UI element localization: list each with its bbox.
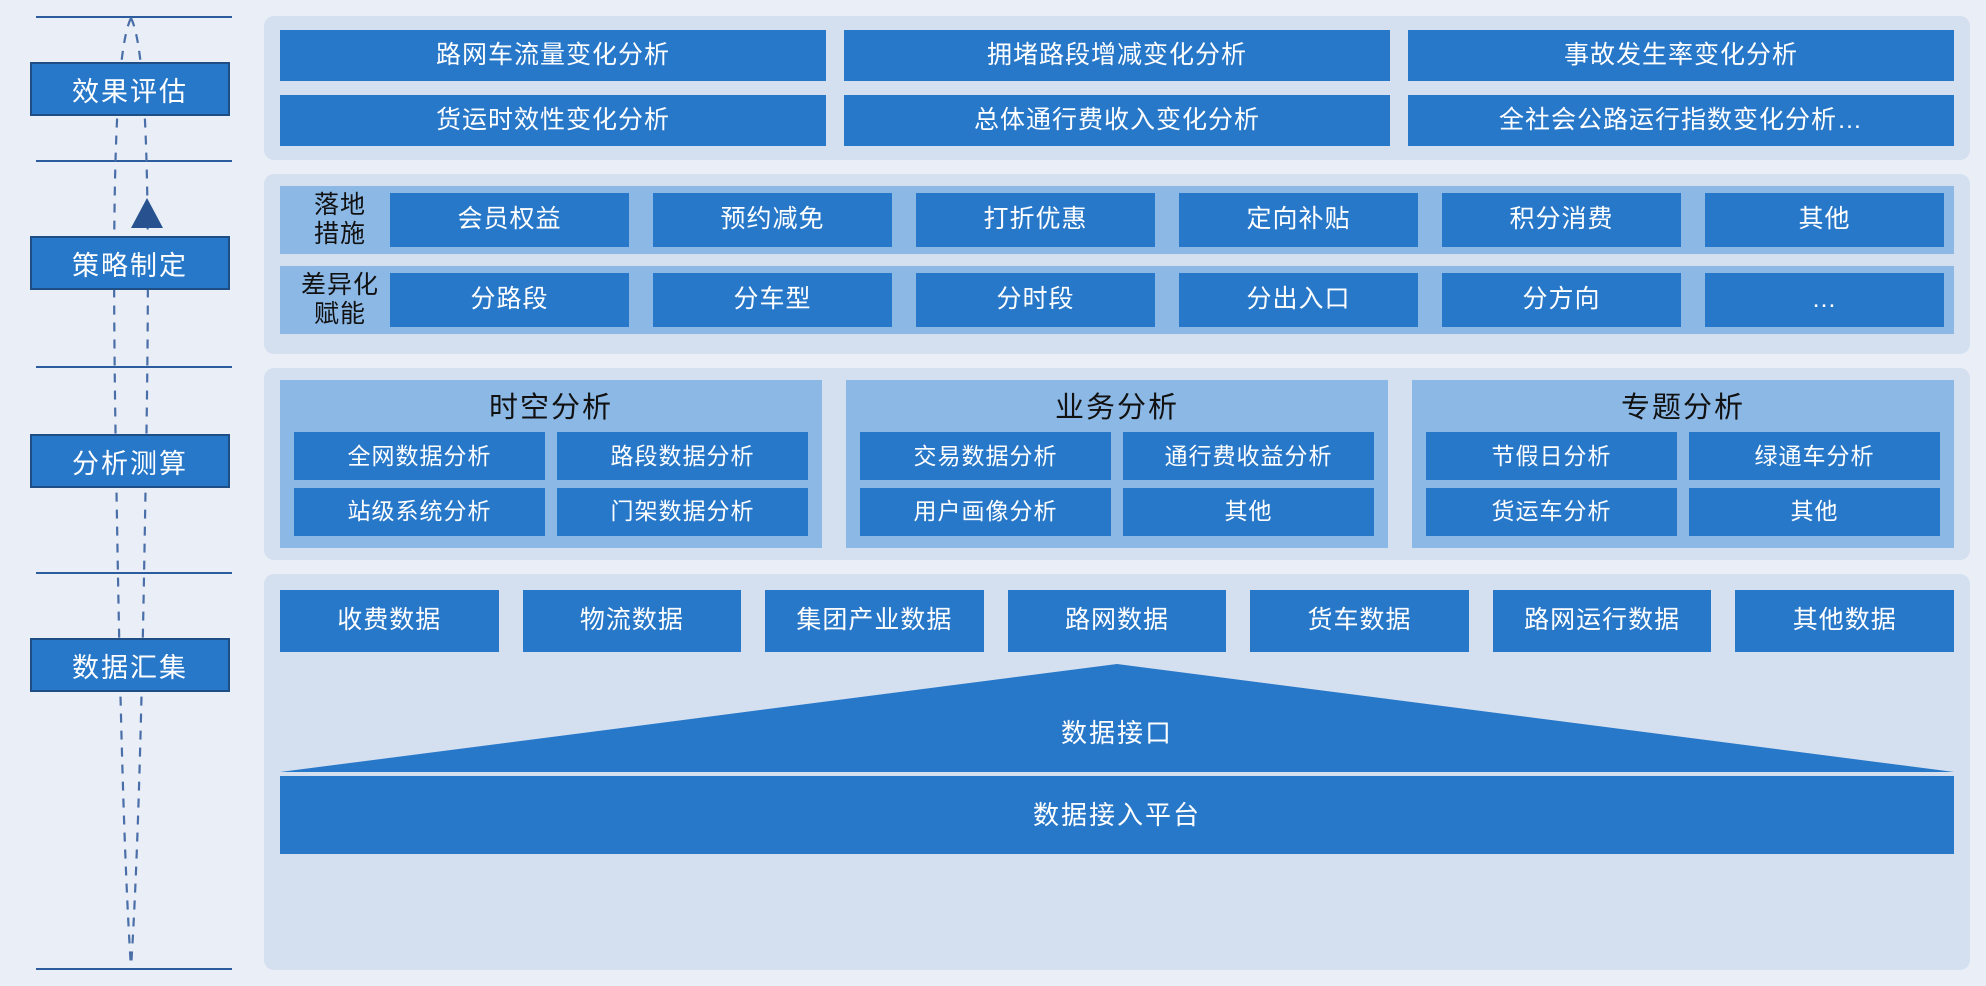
data-source-item[interactable]: 收费数据 <box>280 590 499 652</box>
data-source-item[interactable]: 集团产业数据 <box>765 590 984 652</box>
policy-item[interactable]: … <box>1705 273 1944 327</box>
rail-divider-1 <box>36 16 232 18</box>
analysis-item[interactable]: 交易数据分析 <box>860 432 1111 481</box>
policy-item[interactable]: 其他 <box>1705 193 1944 247</box>
policy-item[interactable]: 分方向 <box>1442 273 1681 327</box>
stage-analysis[interactable]: 分析测算 <box>30 434 230 488</box>
policy-item[interactable]: 预约减免 <box>653 193 892 247</box>
analysis-item[interactable]: 其他 <box>1123 488 1374 536</box>
policy-row-differentiation: 差异化赋能 分路段 分车型 分时段 分出入口 分方向 … <box>280 266 1954 334</box>
analysis-item[interactable]: 绿通车分析 <box>1689 432 1940 481</box>
rail-divider-4 <box>36 572 232 574</box>
stage-policy[interactable]: 策略制定 <box>30 236 230 290</box>
analysis-card-title: 时空分析 <box>488 392 613 424</box>
analysis-item[interactable]: 用户画像分析 <box>860 488 1111 536</box>
policy-item[interactable]: 分出入口 <box>1179 273 1418 327</box>
eval-item[interactable]: 总体通行费收入变化分析 <box>844 95 1390 146</box>
data-source-item[interactable]: 货车数据 <box>1250 590 1469 652</box>
stage-rail: 效果评估 策略制定 分析测算 数据汇集 <box>0 0 262 986</box>
policy-item[interactable]: 积分消费 <box>1442 193 1681 247</box>
analysis-item[interactable]: 站级系统分析 <box>294 488 545 536</box>
analysis-item[interactable]: 节假日分析 <box>1426 432 1677 481</box>
data-source-row: 收费数据 物流数据 集团产业数据 路网数据 货车数据 路网运行数据 其他数据 <box>280 590 1954 652</box>
policy-item[interactable]: 分车型 <box>653 273 892 327</box>
rail-divider-5 <box>36 968 232 970</box>
panel-evaluation: 路网车流量变化分析 拥堵路段增减变化分析 事故发生率变化分析 货运时效性变化分析… <box>264 16 1970 160</box>
analysis-card-business: 业务分析 交易数据分析 通行费收益分析 用户画像分析 其他 <box>846 380 1388 548</box>
data-interface-label: 数据接口 <box>1060 718 1173 748</box>
analysis-card-title: 业务分析 <box>1054 392 1179 424</box>
panel-analysis: 时空分析 全网数据分析 路段数据分析 站级系统分析 门架数据分析 业务分析 交易… <box>264 368 1970 560</box>
eval-item[interactable]: 拥堵路段增减变化分析 <box>844 30 1390 81</box>
panel-data-collection: 收费数据 物流数据 集团产业数据 路网数据 货车数据 路网运行数据 其他数据 数… <box>264 574 1970 970</box>
stage-data[interactable]: 数据汇集 <box>30 638 230 692</box>
eval-item[interactable]: 路网车流量变化分析 <box>280 30 826 81</box>
data-source-item[interactable]: 路网运行数据 <box>1492 590 1712 652</box>
policy-item[interactable]: 打折优惠 <box>916 193 1155 247</box>
analysis-item[interactable]: 全网数据分析 <box>294 432 545 481</box>
analysis-card-title: 专题分析 <box>1620 392 1745 424</box>
policy-item[interactable]: 会员权益 <box>390 193 629 247</box>
data-platform-bar[interactable]: 数据接入平台 <box>280 776 1954 854</box>
cycle-loop-arrows <box>102 17 163 969</box>
policy-item[interactable]: 分时段 <box>916 273 1155 327</box>
analysis-item[interactable]: 货运车分析 <box>1426 488 1677 536</box>
eval-item[interactable]: 事故发生率变化分析 <box>1408 30 1954 81</box>
eval-item[interactable]: 全社会公路运行指数变化分析… <box>1408 95 1954 146</box>
analysis-item[interactable]: 其他 <box>1689 488 1940 536</box>
data-source-item[interactable]: 物流数据 <box>522 590 742 652</box>
data-source-item[interactable]: 路网数据 <box>1007 590 1227 652</box>
stage-evaluation[interactable]: 效果评估 <box>30 62 230 116</box>
data-interface-shape[interactable]: 数据接口 <box>280 664 1954 772</box>
interface-triangle-icon <box>280 664 1954 772</box>
rail-divider-3 <box>36 366 232 368</box>
analysis-item[interactable]: 门架数据分析 <box>557 488 808 536</box>
analysis-card-spatiotemporal: 时空分析 全网数据分析 路段数据分析 站级系统分析 门架数据分析 <box>280 380 822 548</box>
panel-policy: 落地措施 会员权益 预约减免 打折优惠 定向补贴 积分消费 其他 差异化赋能 分… <box>264 174 1970 354</box>
policy-item[interactable]: 分路段 <box>390 273 629 327</box>
rail-divider-2 <box>36 160 232 162</box>
analysis-card-thematic: 专题分析 节假日分析 绿通车分析 货运车分析 其他 <box>1412 380 1954 548</box>
eval-item[interactable]: 货运时效性变化分析 <box>280 95 826 146</box>
policy-item[interactable]: 定向补贴 <box>1179 193 1418 247</box>
analysis-item[interactable]: 通行费收益分析 <box>1123 432 1374 481</box>
policy-row-measures: 落地措施 会员权益 预约减免 打折优惠 定向补贴 积分消费 其他 <box>280 186 1954 254</box>
policy-row-label: 落地措施 <box>313 191 366 248</box>
policy-row-label: 差异化赋能 <box>300 271 379 328</box>
analysis-item[interactable]: 路段数据分析 <box>557 432 808 481</box>
data-source-item[interactable]: 其他数据 <box>1735 590 1954 652</box>
